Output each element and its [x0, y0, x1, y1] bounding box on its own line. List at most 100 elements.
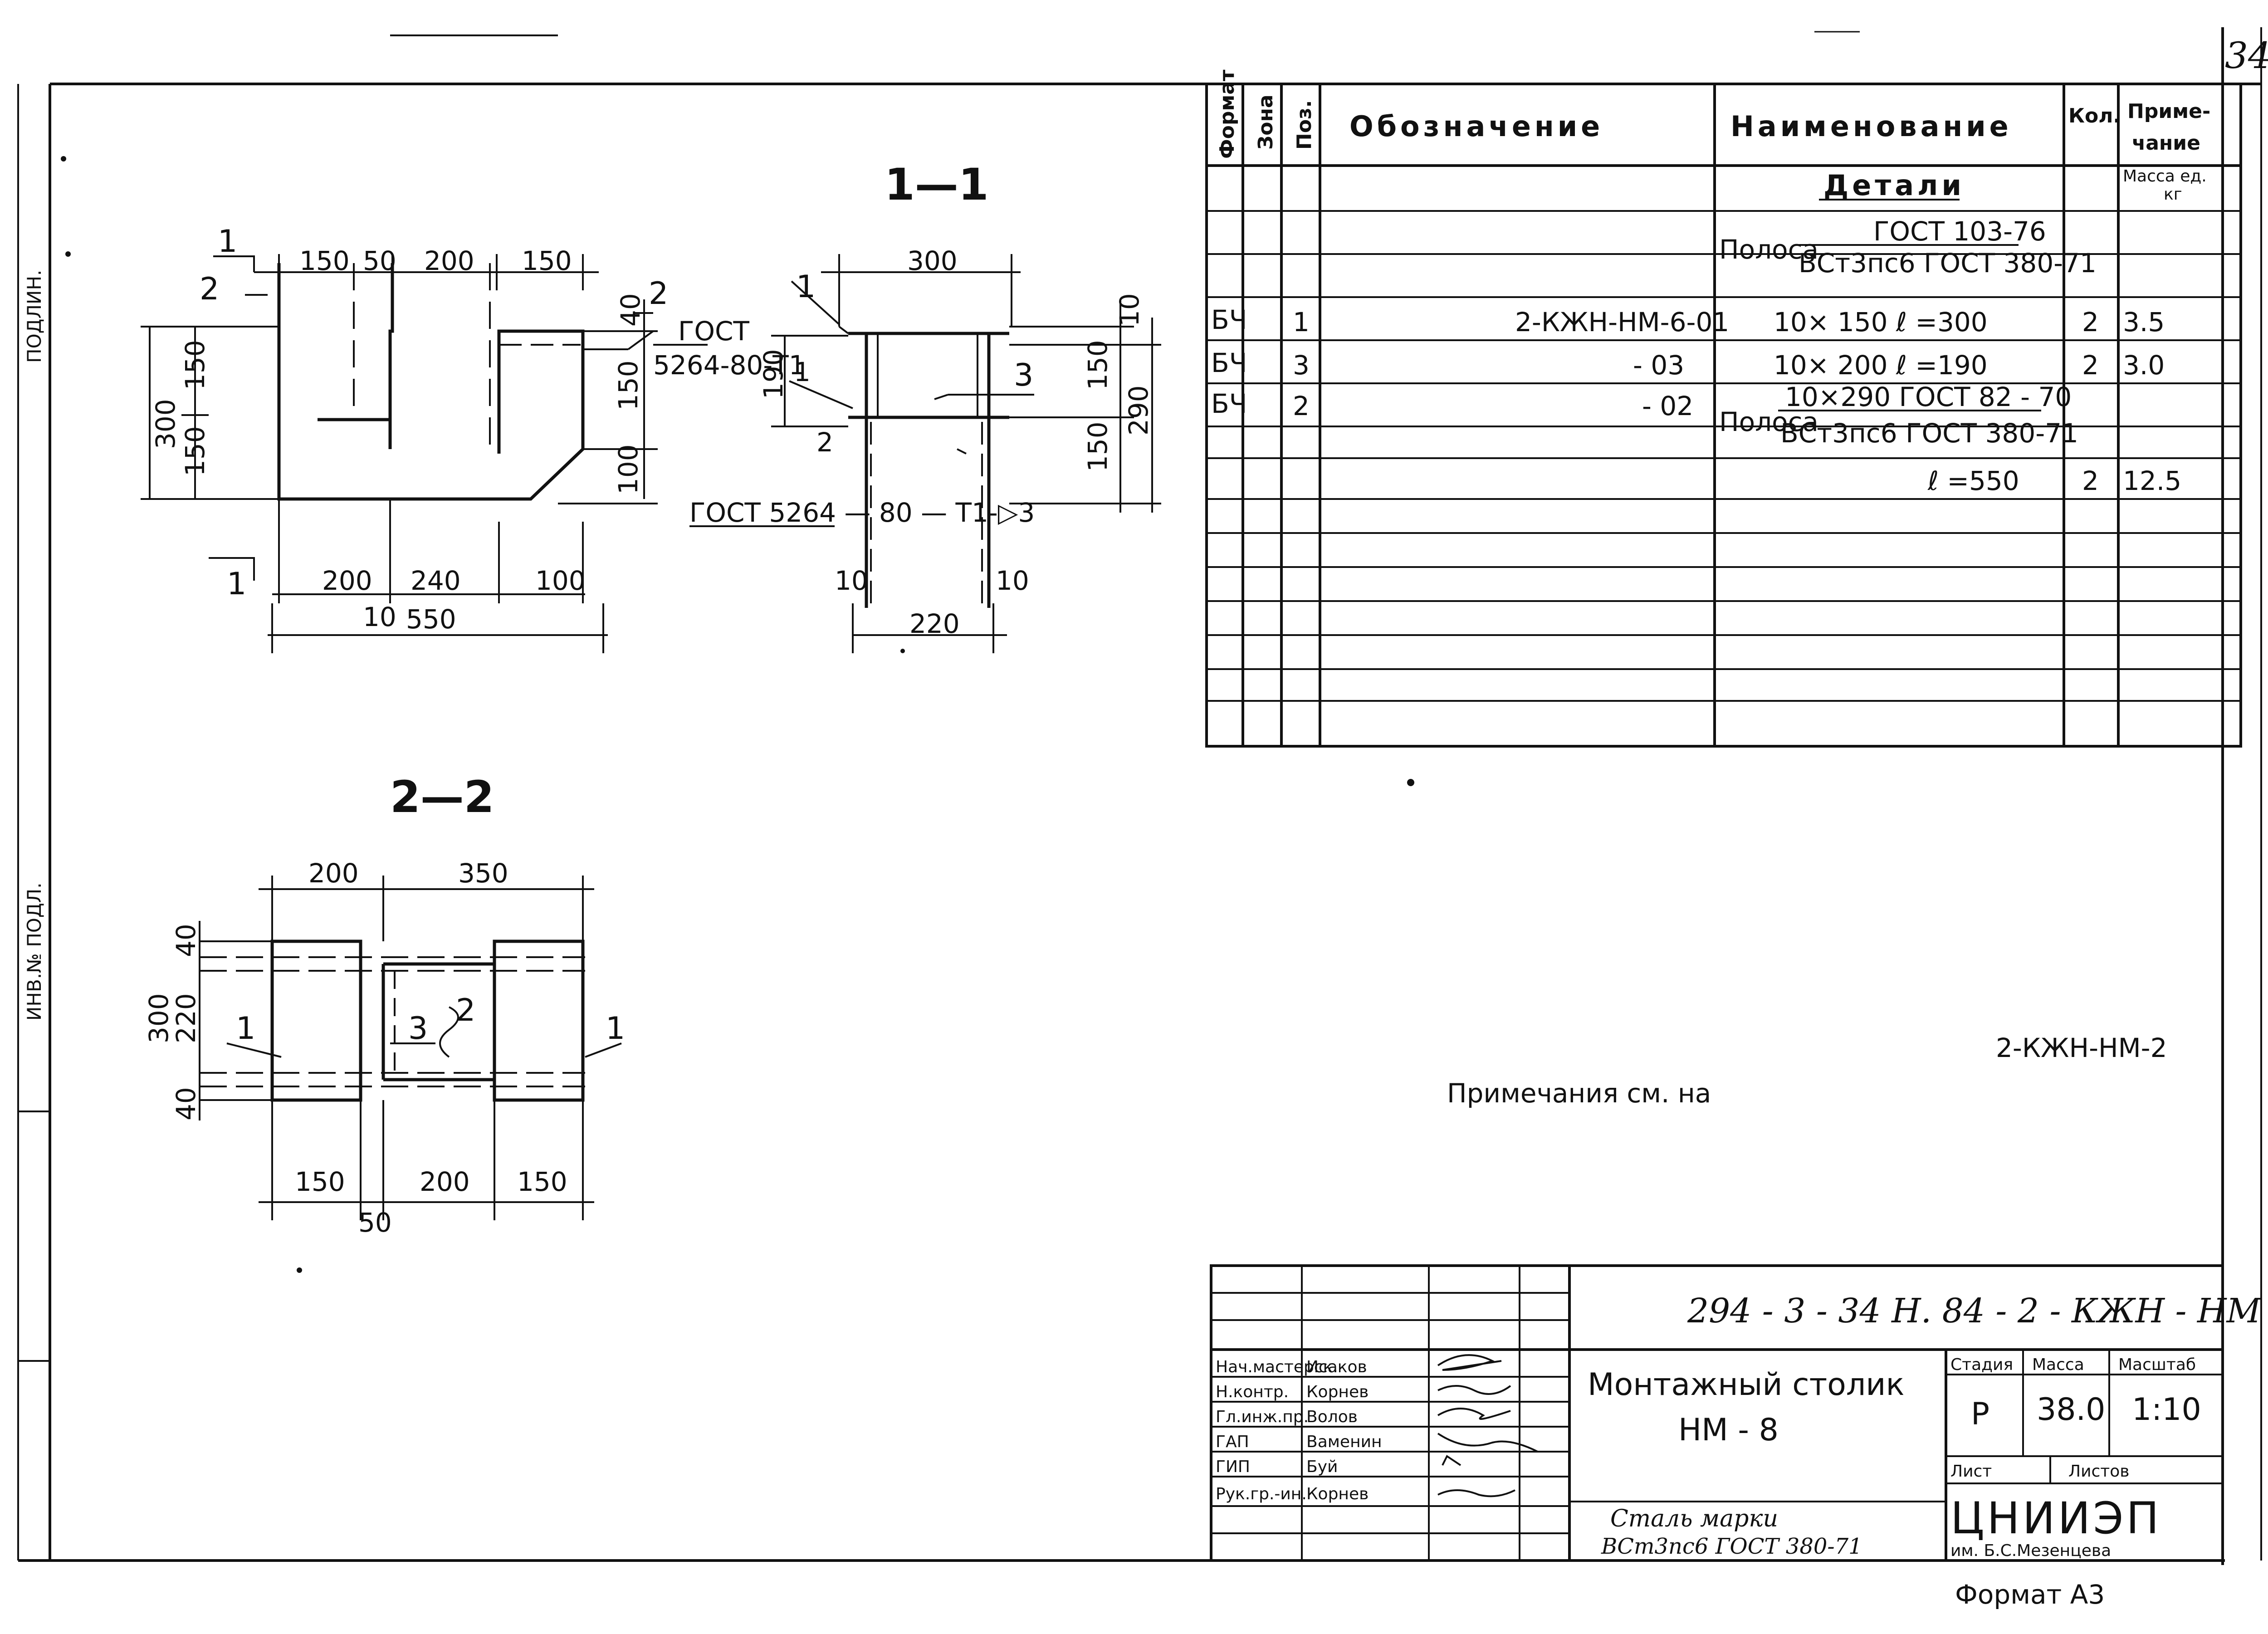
strip2-gost: 10×290 ГОСТ 82 - 70: [1785, 382, 2072, 412]
cut-marker-2-right: 2: [649, 276, 668, 312]
strip1-gost: ГОСТ 103-76: [1873, 216, 2046, 247]
row3-designation: - 02: [1642, 391, 1693, 421]
stage-label: Стадия: [1950, 1355, 2013, 1374]
header-zone: Зона: [1254, 94, 1277, 150]
strip2-steel: ВСт3пс6 ГОСТ 380-71: [1780, 418, 2078, 449]
dim-1-1-bottom: 220: [909, 608, 960, 639]
notes-text: Примечания см. на: [1447, 1078, 1711, 1109]
dim-left-150a: 150: [180, 340, 210, 390]
role-3: ГАП: [1216, 1433, 1249, 1451]
row2-designation: - 03: [1633, 350, 1684, 381]
pos-3-leader: 3: [1014, 357, 1033, 393]
dim-total-550: 550: [406, 604, 456, 635]
plan-view: 150 50 200 150 300 150 150 40 150 100 20…: [141, 224, 806, 653]
dim-2-2-bottom-150b: 150: [517, 1166, 567, 1197]
dim-2-2-left-220: 220: [171, 993, 201, 1043]
cut-marker-2-left: 2: [200, 271, 219, 307]
strip1-label: Полоса: [1719, 234, 1818, 265]
dim-2-2-top-350: 350: [458, 858, 508, 889]
row1-pos: 1: [1293, 307, 1310, 338]
name-2: Волов: [1306, 1408, 1358, 1426]
dim-bottom-10: 10: [363, 602, 396, 632]
scale-label: Масштаб: [2118, 1355, 2196, 1374]
row1-designation: 2-КЖН-НМ-6-01: [1515, 307, 1729, 338]
row3b-note: 12.5: [2123, 465, 2181, 496]
role-5: Рук.гр.-ин.: [1216, 1485, 1307, 1503]
side-text-1: ПОДЛИН.: [23, 270, 45, 363]
row3-pos: 2: [1293, 391, 1310, 421]
dim-1-1-right-290: 290: [1123, 385, 1154, 435]
row2-note: 3.0: [2123, 350, 2165, 381]
side-text-2: ИНВ.№ ПОДЛ.: [23, 882, 45, 1021]
row1-name: 10× 150 ℓ =300: [1774, 307, 1988, 338]
dim-2-2-bottom-200: 200: [420, 1166, 470, 1197]
header-format: Формат: [1216, 69, 1239, 159]
dim-right-150: 150: [613, 360, 644, 411]
sheets-label: Листов: [2068, 1462, 2129, 1481]
dim-bottom-240: 240: [411, 565, 461, 596]
dim-1-1-right-150b: 150: [1082, 421, 1113, 472]
dim-1-1-top: 300: [907, 245, 958, 276]
section-2-2-title: 2—2: [390, 772, 494, 822]
dim-1-1-right-150: 150: [1082, 340, 1113, 390]
header-qty: Кол.: [2068, 104, 2121, 127]
row2-pos: 3: [1293, 350, 1310, 381]
cut-marker-1-bottom: 1: [227, 566, 246, 602]
title-line-1: Монтажный столик: [1588, 1367, 1905, 1403]
header-name: Наименование: [1730, 110, 2012, 143]
name-3: Ваменин: [1306, 1433, 1382, 1451]
pos-2: 2: [456, 993, 475, 1028]
pos-3: 3: [408, 1011, 428, 1047]
role-2: Гл.инж.пр.: [1216, 1408, 1309, 1426]
dim-2-2-left-300: 300: [143, 993, 174, 1043]
dim-bottom-100: 100: [535, 565, 586, 596]
row2-format: БЧ: [1211, 347, 1247, 378]
pos-1-leader-a: 1: [796, 269, 816, 305]
dim-1-1-left-10: 10: [835, 565, 868, 596]
gost-weld-note: ГОСТ 5264 — 80 — Т1-▷3: [689, 497, 1035, 528]
row2-qty: 2: [2082, 350, 2099, 381]
cut-marker-1-top: 1: [218, 224, 237, 259]
dim-top-200: 200: [424, 245, 474, 276]
header-pos: Поз.: [1293, 100, 1316, 150]
row3b-qty: 2: [2082, 465, 2099, 496]
stage-value: Р: [1971, 1396, 1989, 1432]
section-2-2-view: 200 350 300 220 40 40 150 200 150 50 1 3…: [143, 858, 625, 1238]
sheet-format: Формат А3: [1955, 1579, 2105, 1610]
pos-2-leader: 2: [816, 427, 833, 458]
steel-line-1: Сталь марки: [1610, 1505, 1778, 1532]
role-0: Нач.мастерск.: [1216, 1358, 1338, 1376]
organization-sub: им. Б.С.Мезенцева: [1950, 1541, 2111, 1560]
header-note-1: Приме-: [2127, 100, 2210, 123]
mass-label: Масса: [2032, 1355, 2084, 1374]
section-1-1-view: 300 220 10 150 290 150 190 10 10 1 1 3 2…: [689, 245, 1161, 653]
dim-left-150b: 150: [180, 426, 210, 476]
gost-weld-label: ГОСТ: [678, 316, 750, 347]
title-block: 294 - 3 - 34 Н. 84 - 2 - КЖН - НМ - 8 На…: [1210, 1264, 2268, 1610]
dim-2-2-left-40b: 40: [171, 1087, 201, 1120]
dim-1-1-right-10: 10: [1114, 293, 1145, 327]
document-code: 294 - 3 - 34 Н. 84 - 2 - КЖН - НМ - 8: [1687, 1292, 2268, 1331]
header-designation: Обозначение: [1349, 110, 1603, 143]
scale-value: 1:10: [2132, 1392, 2201, 1428]
notes-reference: 2-КЖН-НМ-2: [1996, 1032, 2167, 1063]
strip1-steel: ВСт3пс6 ГОСТ 380-71: [1799, 248, 2097, 279]
pos-1-leader-b: 1: [794, 357, 811, 387]
dim-2-2-top-200: 200: [308, 858, 359, 889]
pos-1-right: 1: [606, 1011, 625, 1047]
name-4: Буй: [1306, 1458, 1338, 1476]
organization: ЦНИИЭП: [1950, 1493, 2162, 1544]
pos-1-left: 1: [236, 1011, 255, 1047]
dim-bottom-200: 200: [322, 565, 372, 596]
dim-2-2-bottom-50: 50: [358, 1207, 392, 1238]
row3-format: БЧ: [1211, 388, 1247, 419]
steel-line-2: ВСт3пс6 ГОСТ 380-71: [1601, 1534, 1862, 1559]
name-1: Корнев: [1306, 1383, 1369, 1401]
dim-left-300: 300: [150, 399, 181, 449]
header-mass-1: Масса ед.: [2123, 167, 2207, 186]
role-1: Н.контр.: [1216, 1383, 1289, 1401]
header-note-2: чание: [2132, 132, 2200, 155]
title-line-2: НМ - 8: [1678, 1412, 1779, 1448]
